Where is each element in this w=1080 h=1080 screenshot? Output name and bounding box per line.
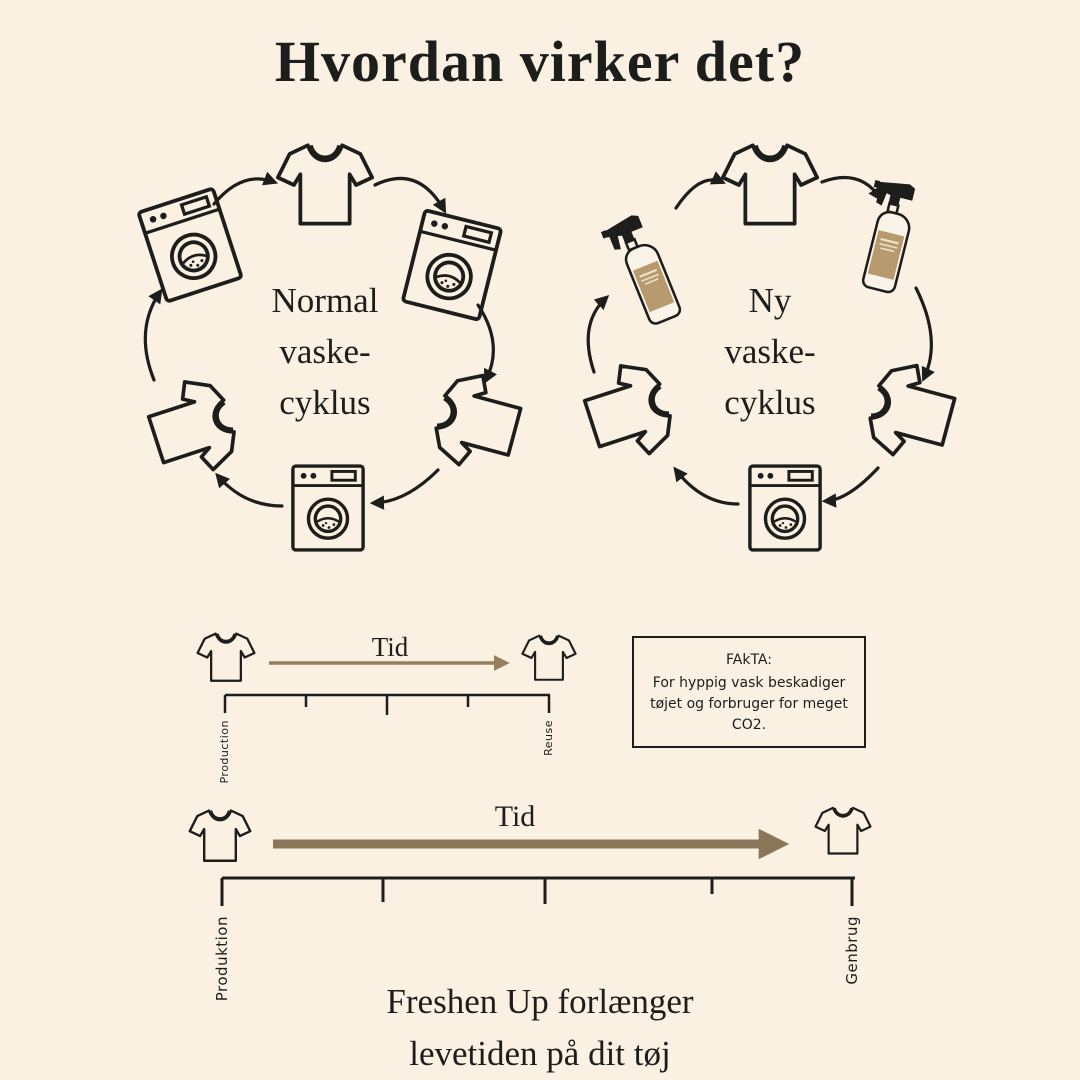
axis-label-production: Production (218, 720, 231, 784)
tshirt-icon (718, 140, 822, 230)
caption: Freshen Up forlænger levetiden på dit tø… (0, 976, 1080, 1080)
cycle-arrow (821, 466, 880, 508)
cycle-label-normal: Normal vaske- cyklus (220, 276, 430, 428)
cycle-label-line: Ny (748, 281, 792, 320)
caption-line: Freshen Up forlænger (386, 982, 694, 1021)
timeline-axis (223, 693, 551, 715)
washing-machine-icon (289, 462, 367, 554)
cycle-arrows (143, 171, 497, 510)
axis-label-genbrug: Genbrug (843, 916, 861, 985)
cycle-arrow (820, 175, 883, 202)
tid-label: Tid (371, 632, 409, 662)
cycle-arrows (586, 171, 935, 508)
cycle-arrow (586, 295, 610, 374)
cycle-arrow (369, 468, 440, 510)
caption-line: levetiden på dit tøj (409, 1033, 671, 1073)
tshirt-icon (195, 630, 257, 685)
fact-box-title: FAkTA: (726, 652, 772, 668)
cycle-arrow (143, 288, 163, 382)
cycle-label-line: vaske- (724, 331, 816, 371)
page-title: Hvordan virker det? (274, 29, 806, 94)
cycle-label-line: Normal (271, 281, 379, 320)
tshirt-icon (813, 804, 873, 858)
fact-box-line: For hyppig vask beskadiger (652, 675, 846, 691)
fact-box-line: CO2. (731, 717, 767, 733)
cycle-label-line: cyklus (724, 382, 816, 422)
cycle-arrow (673, 466, 740, 506)
new-wash-cycle: Ny vaske- cyklus (560, 140, 990, 580)
cycle-arrow (914, 286, 935, 382)
cycle-arrow (476, 303, 497, 384)
fact-box: FAkTA: For hyppig vask beskadiger tøjet … (632, 636, 866, 748)
axis-label-reuse: Reuse (542, 720, 555, 756)
timeline-axis (220, 876, 855, 906)
cycle-label-new: Ny vaske- cyklus (670, 276, 870, 428)
tshirt-icon (187, 806, 253, 866)
cycle-arrow (674, 171, 726, 210)
tid-label: Tid (494, 800, 536, 833)
fact-box-line: tøjet og forbruger for meget (650, 696, 848, 712)
time-arrow-long (273, 828, 790, 860)
cycle-label-line: cyklus (279, 382, 371, 422)
timeline-long: Tid Produktion Genbrug (175, 788, 885, 1028)
normal-wash-cycle: Normal vaske- cyklus (100, 140, 560, 580)
tshirt-icon (273, 140, 377, 230)
cycle-arrow (373, 176, 447, 214)
timeline-short: Tid Production Reuse (180, 618, 610, 788)
cycle-arrow (212, 171, 279, 206)
washing-machine-icon (746, 462, 824, 554)
time-arrow (269, 655, 510, 671)
cycle-arrow (215, 472, 284, 508)
tshirt-icon (520, 632, 578, 684)
cycle-label-line: vaske- (279, 331, 371, 371)
